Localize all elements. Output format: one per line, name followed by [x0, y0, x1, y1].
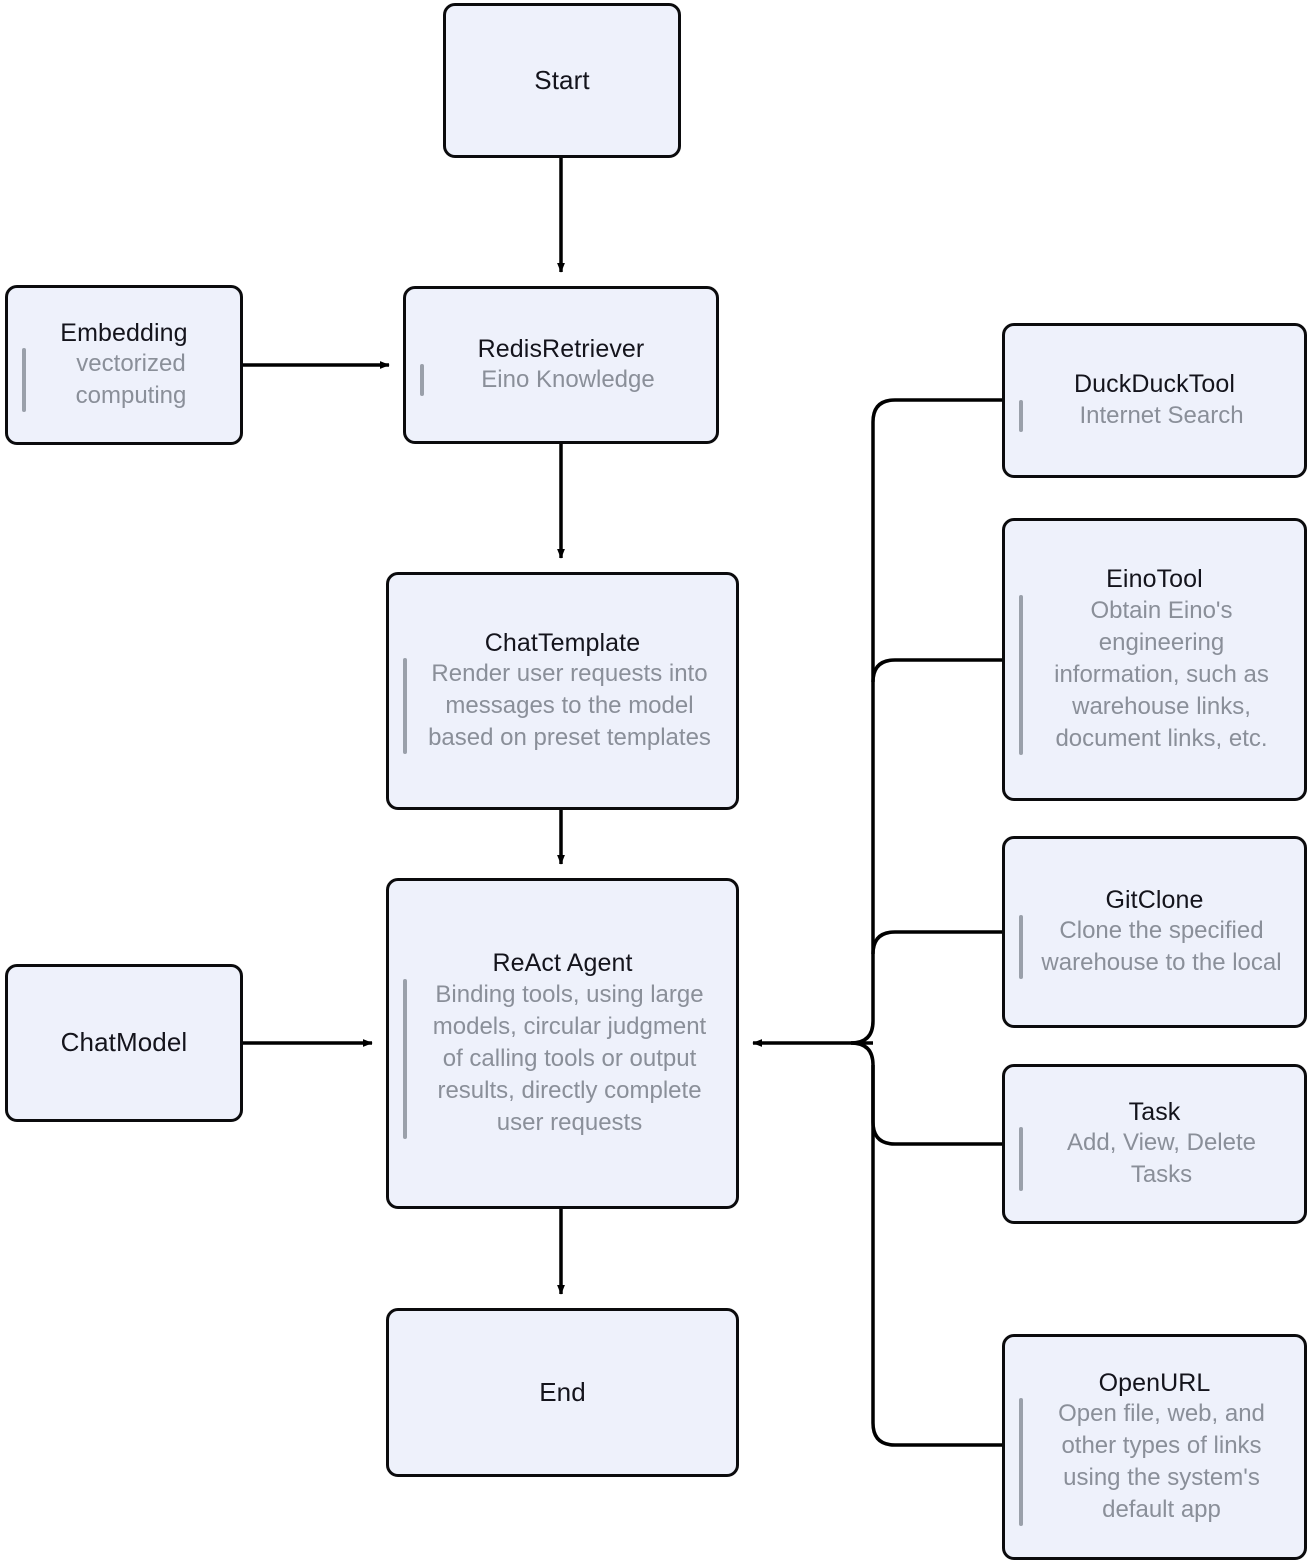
node-redis-retriever-title: RedisRetriever — [477, 334, 645, 363]
node-task-body: Add, View, Delete Tasks — [1019, 1127, 1290, 1192]
node-embedding-title: Embedding — [60, 318, 188, 347]
node-embedding[interactable]: Embedding vectorized computing — [5, 285, 243, 445]
accent-bar-icon — [403, 658, 407, 755]
accent-bar-icon — [1019, 1398, 1023, 1527]
node-chat-template-title: ChatTemplate — [484, 628, 641, 657]
accent-bar-icon — [1019, 594, 1023, 755]
node-open-url-title: OpenURL — [1098, 1368, 1211, 1397]
node-react-agent[interactable]: ReAct Agent Binding tools, using large m… — [386, 878, 739, 1209]
edge-gitclone-to-reactagent — [871, 930, 1002, 955]
node-eino-tool-body: Obtain Eino's engineering information, s… — [1019, 594, 1290, 755]
accent-bar-icon — [1019, 399, 1023, 432]
node-embedding-desc: vectorized computing — [75, 350, 187, 410]
accent-bar-icon — [1019, 915, 1023, 980]
edge-duckducktool-to-reactagent — [850, 398, 1002, 1045]
node-end-title: End — [539, 1376, 586, 1407]
node-start-title: Start — [534, 64, 590, 95]
node-open-url-body: Open file, web, and other types of links… — [1019, 1398, 1290, 1527]
node-chat-model-title: ChatModel — [60, 1027, 188, 1058]
node-chat-model[interactable]: ChatModel — [5, 964, 243, 1122]
node-end[interactable]: End — [386, 1308, 739, 1477]
node-task-title: Task — [1128, 1097, 1181, 1126]
accent-bar-icon — [420, 364, 424, 397]
node-eino-tool-desc: Obtain Eino's engineering information, s… — [1054, 596, 1269, 752]
node-git-clone-body: Clone the specified warehouse to the loc… — [1019, 915, 1290, 980]
node-git-clone-desc: Clone the specified warehouse to the loc… — [1041, 917, 1282, 977]
node-git-clone[interactable]: GitClone Clone the specified warehouse t… — [1002, 836, 1307, 1028]
node-react-agent-body: Binding tools, using large models, circu… — [403, 978, 722, 1139]
node-react-agent-desc: Binding tools, using large models, circu… — [432, 980, 707, 1136]
edge-openurl-to-reactagent — [871, 1065, 1002, 1447]
node-chat-template-body: Render user requests into messages to th… — [403, 658, 722, 755]
edge-task-to-reactagent — [850, 1041, 1002, 1146]
node-duckduck-tool-title: DuckDuckTool — [1074, 370, 1235, 399]
node-eino-tool-title: EinoTool — [1106, 565, 1203, 594]
node-open-url[interactable]: OpenURL Open file, web, and other types … — [1002, 1334, 1307, 1560]
accent-bar-icon — [22, 348, 26, 413]
node-duckduck-tool-desc: Internet Search — [1079, 401, 1244, 429]
node-redis-retriever-body: Eino Knowledge — [420, 364, 702, 397]
node-duckduck-tool-body: Internet Search — [1019, 399, 1290, 432]
edge-einotool-to-reactagent — [871, 658, 1002, 683]
node-chat-template-desc: Render user requests into messages to th… — [428, 660, 711, 752]
node-duckduck-tool[interactable]: DuckDuckTool Internet Search — [1002, 323, 1307, 478]
node-git-clone-title: GitClone — [1105, 885, 1204, 914]
node-open-url-desc: Open file, web, and other types of links… — [1058, 1400, 1265, 1524]
accent-bar-icon — [403, 978, 407, 1139]
node-embedding-body: vectorized computing — [22, 348, 226, 413]
node-task-desc: Add, View, Delete Tasks — [1066, 1129, 1256, 1189]
node-chat-template[interactable]: ChatTemplate Render user requests into m… — [386, 572, 739, 810]
node-eino-tool[interactable]: EinoTool Obtain Eino's engineering infor… — [1002, 518, 1307, 801]
node-react-agent-title: ReAct Agent — [492, 949, 633, 978]
node-task[interactable]: Task Add, View, Delete Tasks — [1002, 1064, 1307, 1224]
node-redis-retriever-desc: Eino Knowledge — [481, 366, 655, 394]
accent-bar-icon — [1019, 1127, 1023, 1192]
node-redis-retriever[interactable]: RedisRetriever Eino Knowledge — [403, 286, 719, 444]
node-start[interactable]: Start — [443, 3, 681, 158]
